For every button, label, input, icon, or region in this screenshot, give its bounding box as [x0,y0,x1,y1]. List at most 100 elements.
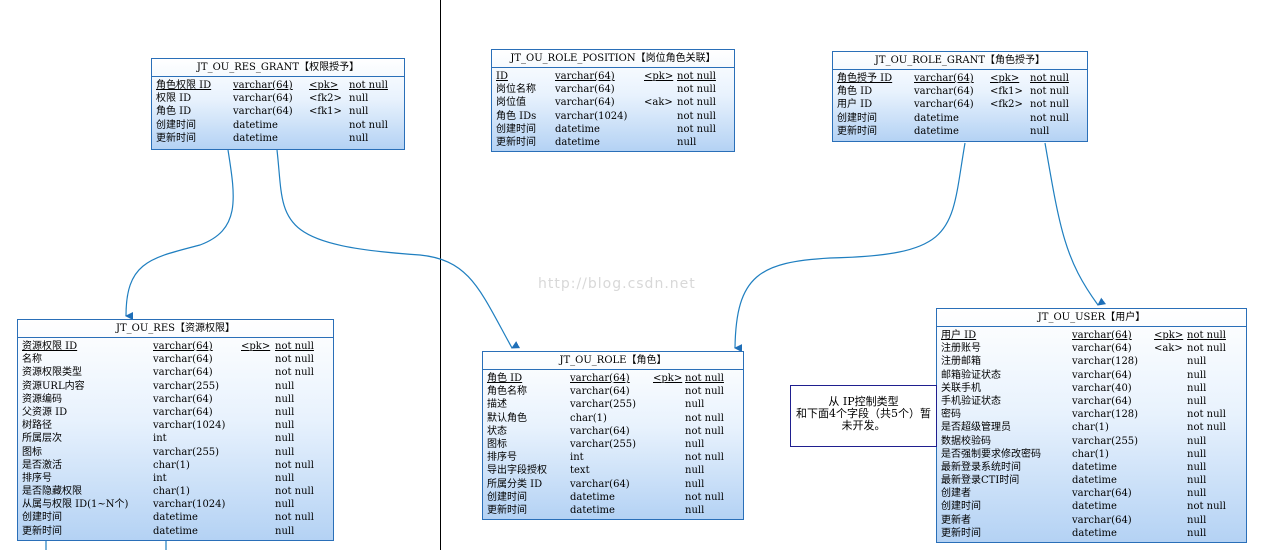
column-name: 创建者 [941,488,971,500]
column-type: text [570,465,590,477]
note-line: 从 IP控制类型 [828,395,899,408]
column-key: <pk> [309,80,339,91]
column-name: 最新登录CTI时间 [941,475,1020,487]
column-key: <fk1> [309,106,342,118]
column-name: 更新时间 [22,525,62,537]
column-type: varchar(255) [1072,435,1139,447]
column-type: datetime [1072,475,1117,487]
column-type: varchar(64) [233,80,293,91]
column-type: varchar(64) [914,99,974,111]
column-nullability: null [275,433,295,445]
column-type: datetime [555,136,600,148]
column-name: 关联手机 [941,382,981,394]
column-name: 用户 ID [837,99,873,111]
column-key: <pk> [990,73,1020,84]
column-type: char(1) [153,459,190,471]
column-type: varchar(64) [1072,488,1132,500]
column-name: 创建时间 [837,112,877,124]
column-nullability: null [349,93,369,105]
column-type: datetime [914,125,959,137]
column-name: 排序号 [22,472,52,484]
column-nullability: null [1187,395,1207,407]
column-type: datetime [570,504,615,516]
column-nullability: not null [349,80,388,91]
column-nullability: not null [275,341,314,352]
column-type: varchar(255) [153,446,220,458]
column-row: 创建时间 datetime not null [496,123,730,136]
column-nullability: null [685,465,705,477]
column-type: varchar(128) [1072,409,1139,421]
column-type: varchar(64) [555,71,615,82]
column-name: 创建时间 [496,123,536,135]
column-type: datetime [555,123,600,135]
column-name: 名称 [22,354,42,366]
column-nullability: null [1187,461,1207,473]
column-nullability: not null [677,97,716,109]
column-name: 更新时间 [156,132,196,144]
column-name: 树路径 [22,420,52,432]
column-nullability: not null [275,459,314,471]
column-type: varchar(64) [153,393,213,405]
note-line: 和下面4个字段（共5个）暂 [796,407,931,420]
column-nullability: null [275,472,295,484]
column-name: 邮箱验证状态 [941,369,1001,381]
column-type: datetime [570,491,615,503]
column-name: 用户 ID [941,330,977,341]
column-nullability: null [1187,527,1207,539]
column-name: 所属层次 [22,433,62,445]
column-name: 最新登录系统时间 [941,461,1021,473]
column-nullability: null [275,525,295,537]
column-nullability: not null [349,119,388,131]
link-role-grant-to-user [1044,142,1107,306]
column-name: 创建时间 [22,512,62,524]
column-nullability: not null [1030,73,1069,84]
column-name: 资源编码 [22,393,62,405]
column-type: datetime [1072,501,1117,513]
column-nullability: not null [677,123,716,135]
column-type: varchar(64) [153,367,213,379]
column-type: varchar(40) [1072,382,1132,394]
column-type: int [153,433,167,445]
column-name: 描述 [487,399,507,411]
column-name: 是否隐藏权限 [22,486,82,498]
column-nullability: not null [677,84,716,96]
column-name: 从属与权限 ID(1~N个) [22,499,129,511]
column-nullability: null [349,132,369,144]
column-row: 从属与权限 ID(1~N个)varchar(1024)null [22,498,329,511]
column-type: varchar(128) [1072,356,1139,368]
column-nullability: not null [685,425,724,437]
column-nullability: not null [275,486,314,498]
column-name: 资源URL内容 [22,380,85,392]
column-type: varchar(64) [1072,514,1132,526]
column-type: varchar(64) [153,341,213,352]
